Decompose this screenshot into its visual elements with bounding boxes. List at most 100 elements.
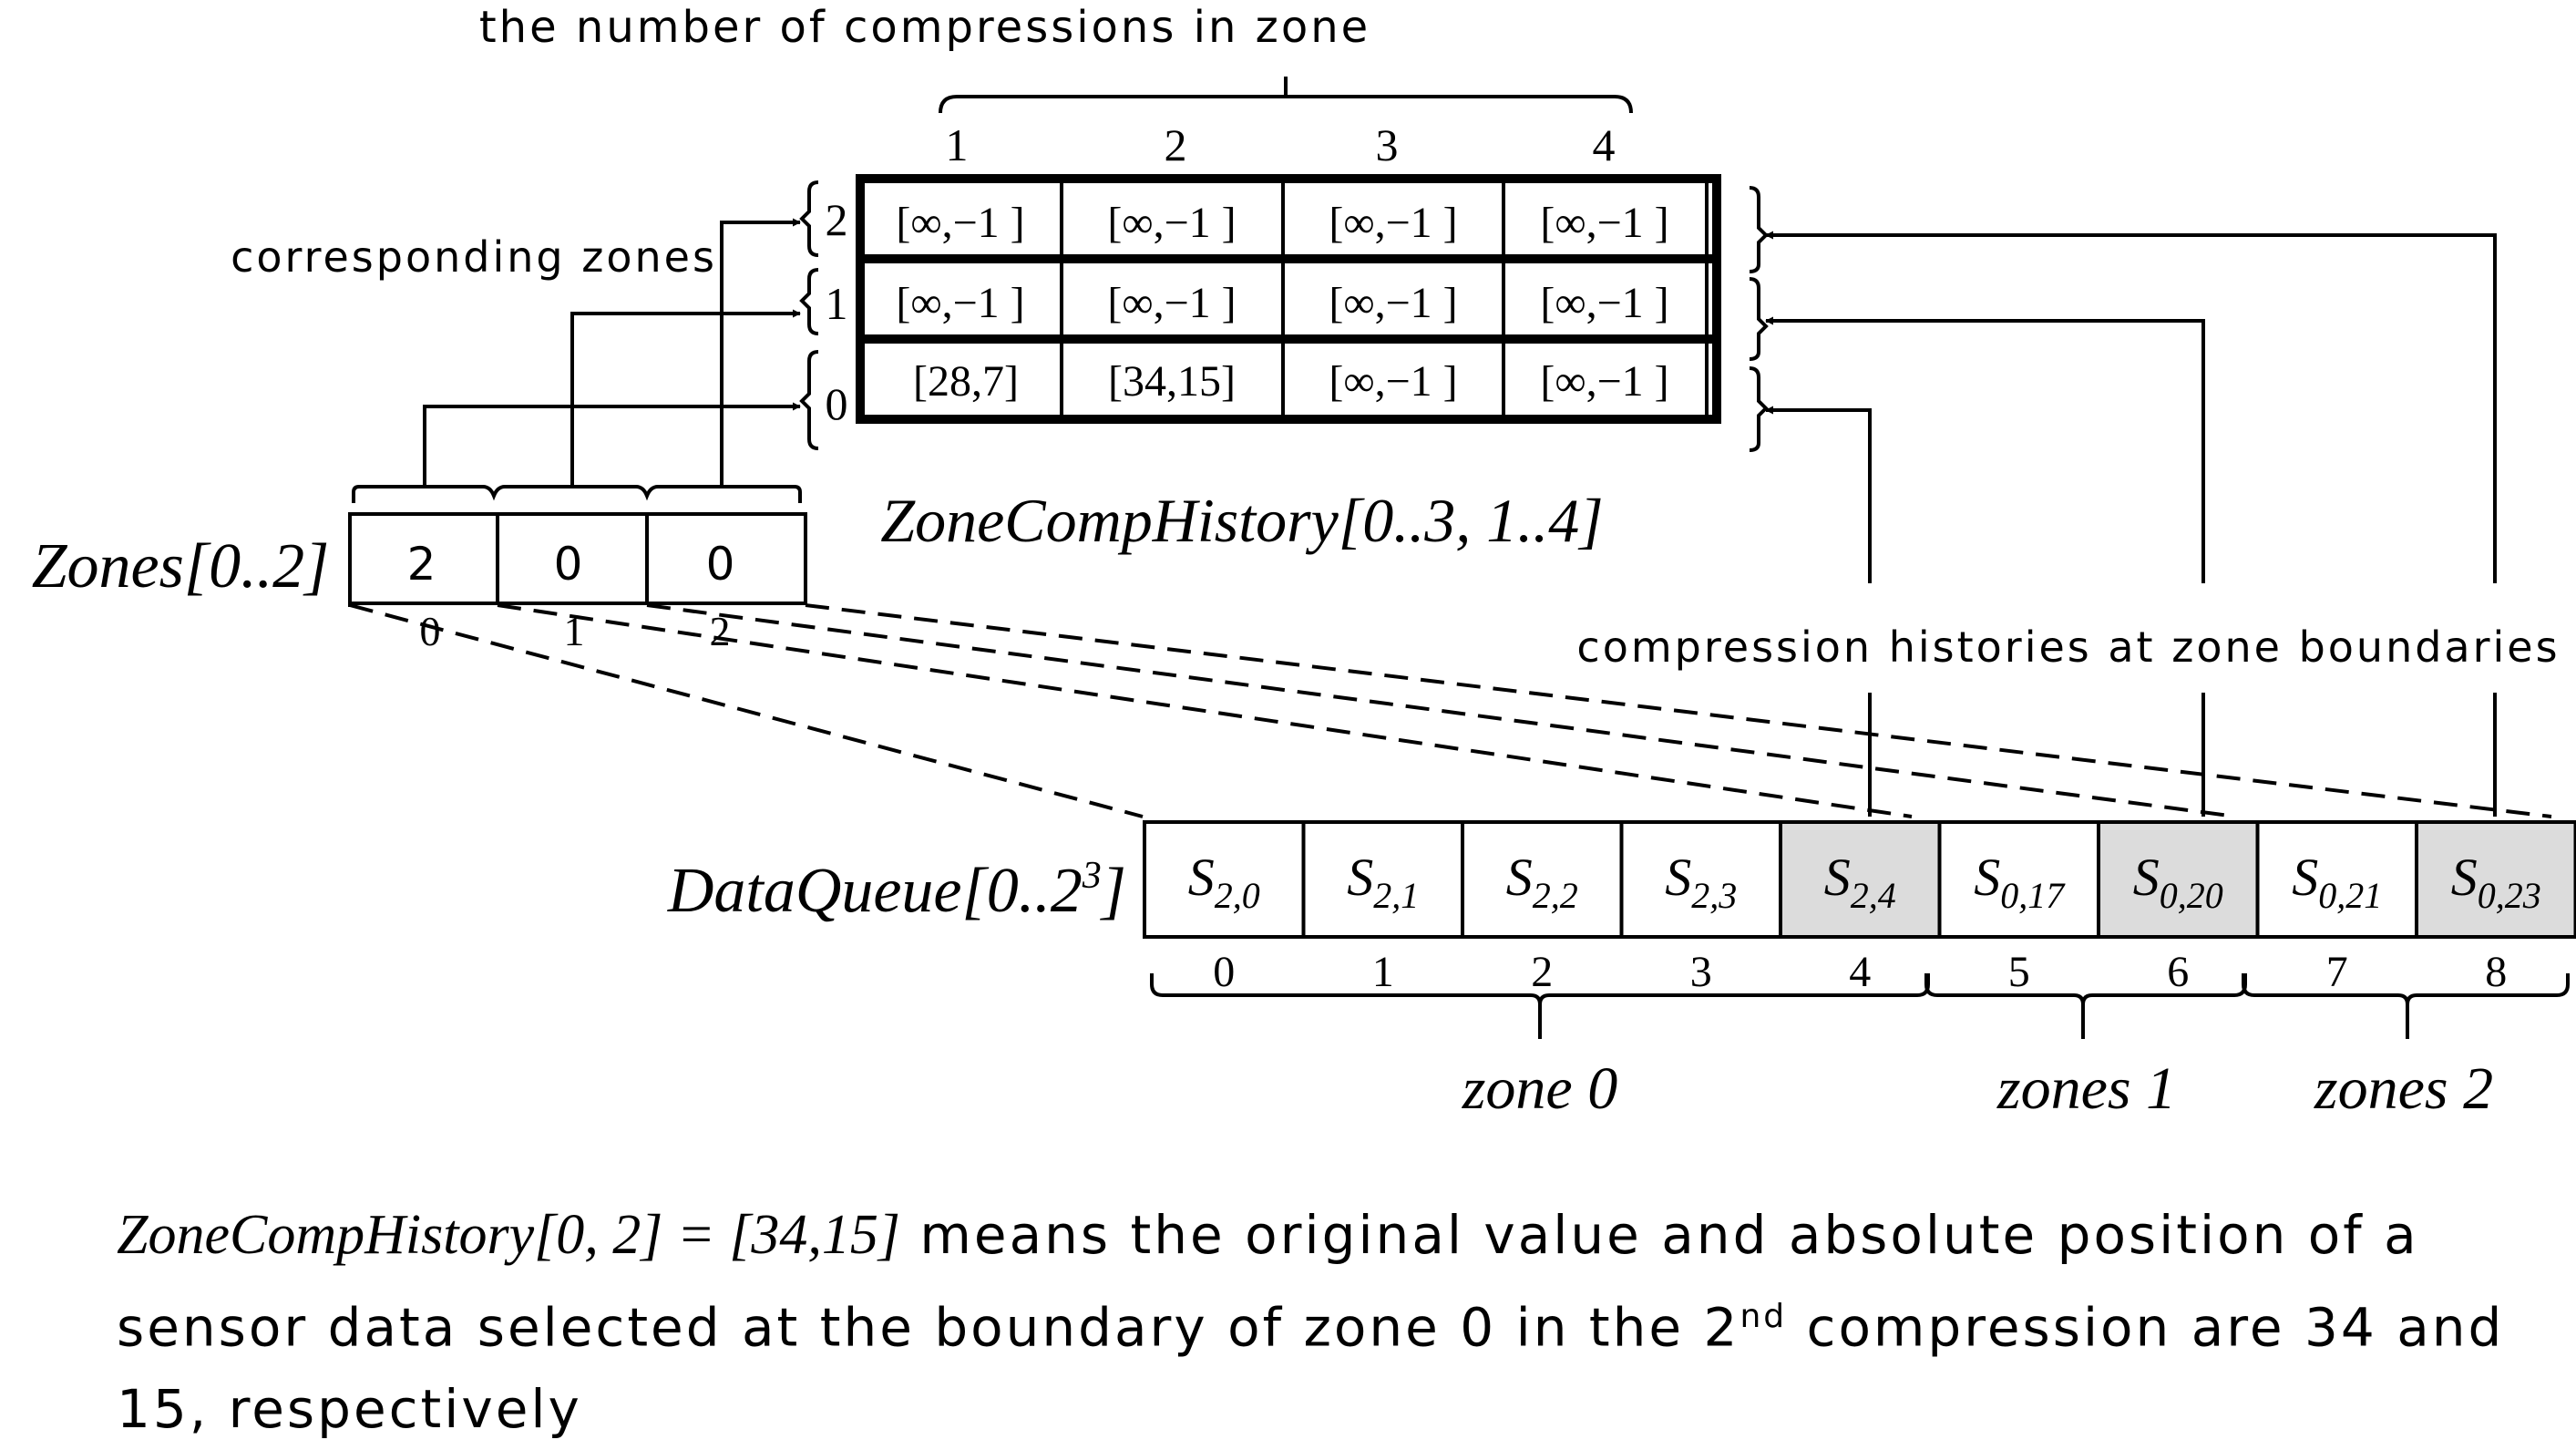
zch-row-labels: 2 1 0: [826, 194, 848, 429]
dq-cell-sub-7: 0,21: [2318, 875, 2382, 916]
zones-value-2: 0: [706, 538, 738, 591]
dq-cell-base-8: S: [2451, 848, 2478, 907]
dq-index-8: 8: [2485, 948, 2507, 996]
columns-brace: [939, 77, 1633, 114]
zch-title: ZoneCompHistory[0..3, 1..4]: [880, 486, 1603, 555]
zch-row-label-1: 1: [826, 278, 848, 329]
zch-cells: [∞,−1 ] [∞,−1 ] [∞,−1 ] [∞,−1 ] [∞,−1 ] …: [896, 199, 1668, 406]
zch-cell-r1-c4: [∞,−1 ]: [1540, 279, 1668, 327]
zch-cell-r1-c3: [∞,−1 ]: [1329, 279, 1457, 327]
dq-cell-sub-0: 2,0: [1215, 875, 1260, 916]
dq-title-end: ]: [1100, 856, 1126, 926]
dq-cell-base-1: S: [1347, 848, 1373, 907]
dq-index-2: 2: [1531, 948, 1553, 996]
zones-top-braces: [352, 485, 802, 503]
zones-value-1: 0: [554, 538, 586, 591]
dq-cell-2: [1461, 820, 1624, 939]
zones-title: Zones[0..2]: [32, 531, 330, 602]
dq-cell-5: [1937, 820, 2100, 939]
zone-label-1: zones 1: [1996, 1055, 2176, 1122]
zones-index-2: 2: [710, 608, 731, 654]
dq-title-main: DataQueue[0..2: [667, 856, 1083, 926]
corresponding-zones-label: corresponding zones: [231, 232, 717, 282]
zch-col-4: 4: [1593, 119, 1616, 170]
dashed-projections: [349, 603, 2552, 818]
zch-left-braces: [799, 180, 819, 450]
dq-index-3: 3: [1690, 948, 1712, 996]
dq-cell-base-3: S: [1665, 848, 1691, 907]
dq-cell-1: [1301, 820, 1464, 939]
dq-cell-sub-5: 0,17: [2000, 875, 2066, 916]
dq-index-7: 7: [2326, 948, 2348, 996]
zones-index-0: 0: [420, 608, 441, 654]
dq-cell-label-5: S0,17: [1974, 848, 2066, 916]
zch-col-3: 3: [1376, 119, 1399, 170]
dq-cell-label-1: S2,1: [1347, 848, 1419, 916]
dq-cell-sub-2: 2,2: [1533, 875, 1578, 916]
dq-cell-label-4: S2,4: [1824, 848, 1896, 916]
zch-column-headers: 1 2 3 4: [946, 119, 1616, 170]
zone-2-brace: [2242, 973, 2570, 1039]
dq-index-5: 5: [2008, 948, 2030, 996]
caption-part2: compression are 34 and 15, respectively: [117, 1296, 2505, 1441]
zones-index-1: 1: [564, 608, 585, 654]
caption-part1: means the original value and absolute po…: [117, 1204, 2419, 1359]
zch-row-label-2: 2: [826, 194, 848, 245]
zch-col-1: 1: [946, 119, 969, 170]
boundary-connectors: [1765, 231, 2497, 817]
svg-text:DataQueue[0..23]: DataQueue[0..23]: [667, 855, 1126, 926]
zch-cell-r0-c3: [∞,−1 ]: [1329, 357, 1457, 406]
zch-cell-r0-c1: [28,7]: [913, 357, 1019, 406]
dq-index-0: 0: [1213, 948, 1235, 996]
zone-1-brace: [1924, 973, 2247, 1039]
zch-cell-r1-c1: [∞,−1 ]: [896, 279, 1024, 327]
dq-cell-7: [2255, 820, 2418, 939]
zch-right-braces: [1749, 186, 1769, 452]
dq-title: DataQueue[0..23]: [667, 855, 1126, 926]
caption-sup: nd: [1740, 1298, 1788, 1335]
dq-cell-label-7: S0,21: [2292, 848, 2382, 916]
zch-cell-r0-c2: [34,15]: [1108, 357, 1236, 406]
dq-cell-3: [1619, 820, 1782, 939]
zch-row-label-0: 0: [826, 378, 848, 429]
top-label: the number of compressions in zone: [479, 2, 1370, 53]
dq-cell-label-0: S2,0: [1188, 848, 1260, 916]
zch-cell-r2-c2: [∞,−1 ]: [1107, 199, 1236, 247]
dq-cell-base-7: S: [2292, 848, 2318, 907]
dq-cell-label-3: S2,3: [1665, 848, 1737, 916]
zch-cell-r2-c1: [∞,−1 ]: [896, 199, 1024, 247]
dq-cell-sub-1: 2,1: [1373, 875, 1419, 916]
dq-cell-0: [1143, 820, 1306, 939]
dq-cell-label-8: S0,23: [2451, 848, 2541, 916]
dq-cell-sub-4: 2,4: [1851, 875, 1896, 916]
dq-index-6: 6: [2167, 948, 2189, 996]
zone-connectors: [423, 218, 801, 487]
boundaries-label: compression histories at zone boundaries: [1576, 622, 2560, 672]
zch-cell-r2-c3: [∞,−1 ]: [1329, 199, 1457, 247]
zone-label-2: zones 2: [2314, 1055, 2493, 1122]
caption: ZoneCompHistory[0, 2] = [34,15] means th…: [117, 1194, 2522, 1450]
dq-cell-6: [2097, 820, 2260, 939]
dq-title-sup: 3: [1082, 855, 1102, 897]
zch-cell-r0-c4: [∞,−1 ]: [1540, 357, 1668, 406]
dq-cell-sub-8: 0,23: [2478, 875, 2541, 916]
dq-cell-label-6: S0,20: [2133, 848, 2223, 916]
zch-cell-r2-c4: [∞,−1 ]: [1540, 199, 1668, 247]
dq-cell-base-0: S: [1188, 848, 1215, 907]
dq-cell-8: [2415, 820, 2576, 939]
dq-cell-base-2: S: [1506, 848, 1533, 907]
zone-comp-history-table: [856, 174, 1721, 424]
dq-cell-base-4: S: [1824, 848, 1851, 907]
zch-cell-r1-c2: [∞,−1 ]: [1107, 279, 1236, 327]
dq-cell-sub-3: 2,3: [1691, 875, 1737, 916]
dq-cell-base-6: S: [2133, 848, 2160, 907]
caption-italic: ZoneCompHistory[0, 2] = [34,15]: [117, 1204, 900, 1266]
zones-array: [348, 512, 807, 607]
zones-value-0: 2: [407, 538, 439, 591]
zch-col-2: 2: [1165, 119, 1187, 170]
dq-index-4: 4: [1849, 948, 1871, 996]
dq-cell-sub-6: 0,20: [2160, 875, 2223, 916]
